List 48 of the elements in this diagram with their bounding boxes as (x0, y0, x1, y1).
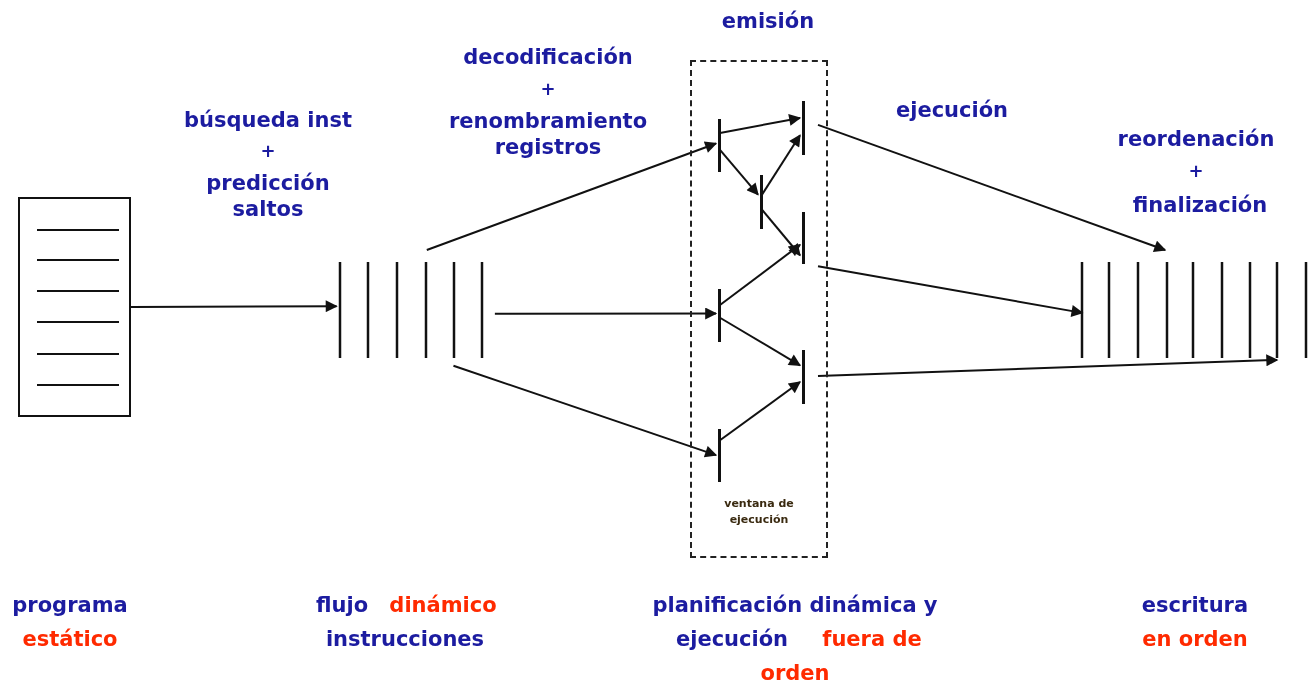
reorder-buffer-drawing (1080, 262, 1310, 358)
caption-text: planificación dinámica y (652, 592, 938, 619)
instruction-queue-drawing (338, 262, 486, 358)
plus-sign: + (260, 140, 276, 163)
arrow (719, 316, 802, 367)
arrow (719, 243, 801, 306)
stage-bar (718, 429, 721, 482)
stage-bar (802, 350, 805, 404)
arrow (719, 381, 801, 442)
window-caption: ventana de ejecución (723, 496, 795, 528)
stage-bar (718, 119, 721, 172)
arrow (761, 208, 801, 257)
stage-label: búsqueda inst (184, 107, 352, 134)
arrow (452, 364, 718, 458)
arrow (425, 141, 718, 251)
stage-label: renombramiento registros (447, 108, 649, 161)
execution-window (690, 60, 828, 558)
arrow (817, 123, 1167, 252)
caption-text: programa (12, 592, 128, 619)
stage-bar (760, 175, 763, 229)
plus-sign: + (1188, 160, 1204, 183)
caption-text: instrucciones (325, 626, 485, 653)
stage-label: decodificación (463, 44, 633, 71)
arrow (761, 134, 801, 196)
program-listing-box (18, 197, 131, 417)
caption-text: ejecución (675, 626, 789, 653)
plus-sign: + (540, 78, 556, 101)
stage-label: ejecución (895, 97, 1009, 124)
arrow (719, 114, 802, 134)
arrow (130, 300, 338, 313)
caption-text: estático (22, 626, 118, 653)
caption-text: fuera de (822, 626, 922, 653)
stage-label: predicción saltos (205, 170, 331, 223)
caption-text: flujo (315, 592, 369, 619)
stage-bar (718, 289, 721, 342)
arrow (817, 265, 1084, 317)
arrow (719, 148, 759, 196)
caption-text: dinámico (389, 592, 497, 619)
caption-text: orden (760, 660, 830, 687)
stage-bar (802, 212, 805, 264)
caption-text: en orden (1142, 626, 1248, 653)
stage-label: emisión (721, 8, 815, 35)
stage-bar (802, 101, 805, 155)
arrow (817, 354, 1279, 378)
stage-label: reordenación (1117, 126, 1275, 153)
stage-label: finalización (1132, 192, 1268, 219)
caption-text: escritura (1141, 592, 1249, 619)
arrow (493, 307, 718, 320)
